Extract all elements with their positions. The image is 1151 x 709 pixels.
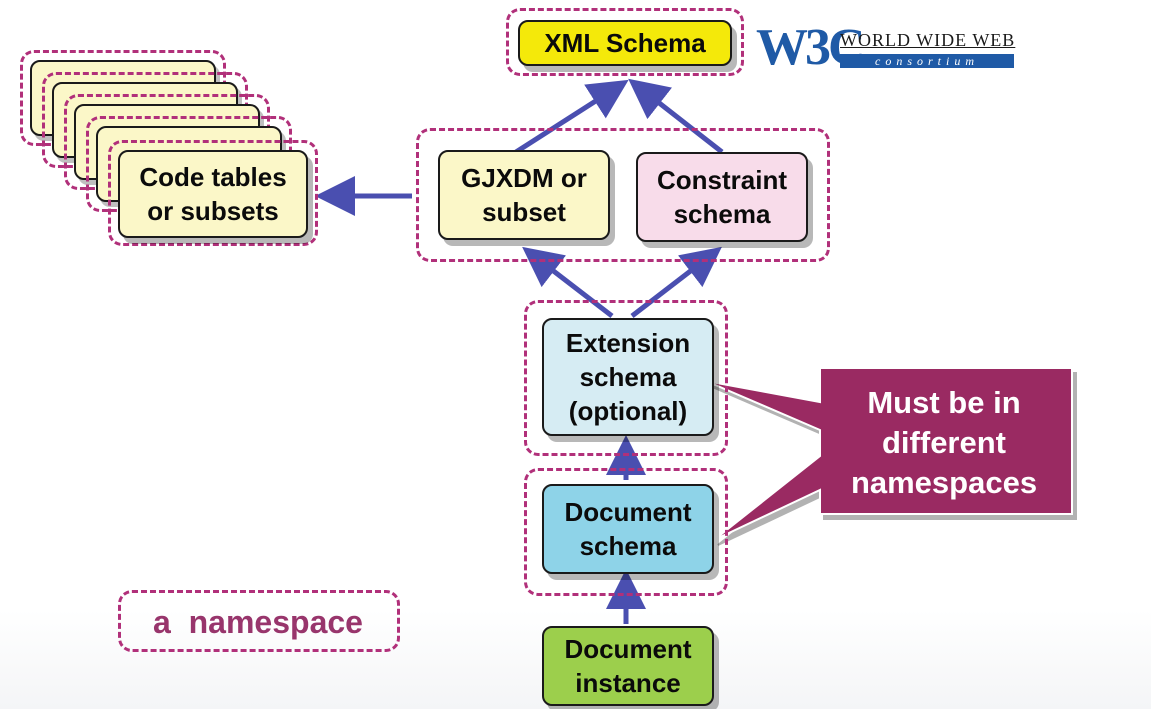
extension-schema-box: Extension schema (optional)	[542, 318, 714, 436]
document-schema-line1: Document	[564, 497, 692, 527]
code-tables-line1: Code tables	[139, 162, 287, 192]
callout-line3: namespaces	[850, 465, 1038, 500]
constraint-line1: Constraint	[657, 165, 787, 195]
namespace-gjxdm-constraint	[416, 128, 830, 262]
code-tables-box: Code tables or subsets	[118, 150, 308, 238]
document-instance-box: Document instance	[542, 626, 714, 706]
document-instance-line2: instance	[575, 668, 681, 698]
xml-schema-label: XML Schema	[544, 28, 706, 58]
legend-namespace-outline	[118, 590, 400, 652]
w3c-logo: W3C WORLD WIDE WEB consortium	[752, 18, 1022, 78]
namespace-extension	[524, 300, 728, 456]
xml-schema-box: XML Schema	[518, 20, 732, 66]
callout-text: Must be in different namespaces	[818, 370, 1070, 516]
namespace-xml-schema	[506, 8, 744, 76]
gjxdm-box: GJXDM or subset	[438, 150, 610, 240]
document-instance-line1: Document	[564, 634, 692, 664]
constraint-line2: schema	[673, 199, 771, 229]
callout-line2: different	[882, 425, 1006, 460]
namespace-codetable-front	[108, 140, 318, 246]
namespace-document-schema	[524, 468, 728, 596]
gjxdm-line1: GJXDM or	[461, 163, 587, 193]
w3c-logo-line1: WORLD WIDE WEB	[840, 30, 1016, 50]
extension-line1: Extension	[565, 328, 691, 358]
document-schema-line2: schema	[579, 531, 677, 561]
w3c-logo-line2: consortium	[840, 54, 1014, 68]
legend-label: a namespace	[153, 603, 363, 640]
extension-line3: (optional)	[568, 396, 688, 426]
code-tables-line2: or subsets	[147, 196, 279, 226]
callout-line1: Must be in	[867, 385, 1021, 420]
gjxdm-line2: subset	[482, 197, 566, 227]
extension-line2: schema	[579, 362, 677, 392]
constraint-schema-box: Constraint schema	[636, 152, 808, 242]
document-schema-box: Document schema	[542, 484, 714, 574]
